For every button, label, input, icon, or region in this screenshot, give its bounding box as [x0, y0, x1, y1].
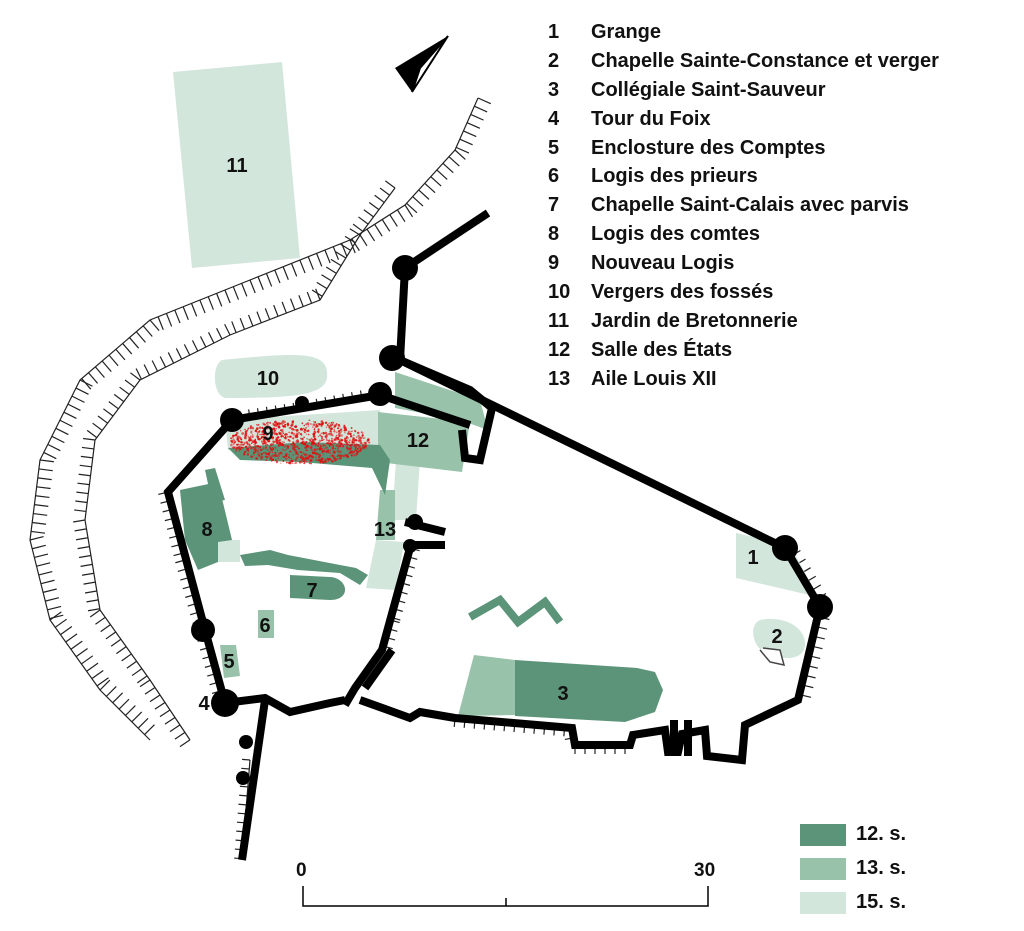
- period-label: 12. s.: [856, 823, 907, 845]
- aile-louis-xii-15c-b: [366, 540, 404, 590]
- map-label-11: 11: [226, 155, 247, 177]
- enclosture: [220, 645, 240, 678]
- tower: [211, 689, 239, 717]
- map-label-7: 7: [306, 580, 317, 602]
- map-labels: 11 10 9 12 8 13 7 6 5 4 3 1 2: [198, 155, 782, 715]
- chapelle-saint-calais: [290, 575, 346, 600]
- areas-13c: [220, 372, 515, 716]
- period-legend-12c: 12. s.: [800, 823, 906, 846]
- scale-bar: [302, 886, 709, 907]
- map-label-2: 2: [771, 626, 782, 648]
- tower: [772, 535, 798, 561]
- tower: [807, 594, 833, 620]
- jardin-bretonnerie: [173, 62, 300, 268]
- salle-etats: [378, 412, 470, 472]
- logis-prieurs: [258, 610, 274, 638]
- period-swatch: [800, 823, 846, 846]
- map-label-4: 4: [198, 693, 210, 715]
- north-arrow-icon: [395, 35, 449, 93]
- collegiale: [515, 660, 663, 722]
- map-label-10: 10: [257, 368, 279, 390]
- period-label: 15. s.: [856, 891, 907, 913]
- nouveau-logis-wing: [228, 442, 390, 495]
- map-label-8: 8: [201, 519, 212, 541]
- aile-13c: [376, 490, 395, 540]
- inner-wall-east: [341, 546, 414, 708]
- tower: [407, 514, 423, 530]
- inner-link: [361, 647, 396, 691]
- scale-start: 0: [296, 860, 307, 881]
- tower: [239, 735, 253, 749]
- aile-louis-xii-15c: [392, 460, 420, 520]
- period-legend-15c: 15. s.: [800, 891, 906, 914]
- parvis: [240, 550, 368, 585]
- tower: [295, 396, 309, 410]
- tower-gate: [670, 720, 678, 756]
- tower: [392, 255, 418, 281]
- tower: [236, 771, 250, 785]
- tower: [403, 539, 417, 553]
- logis-comtes-15c: [218, 540, 240, 562]
- period-label: 13. s.: [856, 857, 907, 879]
- tower: [368, 382, 392, 406]
- chapel-2-outline: [759, 647, 786, 666]
- vergers-fosses: [214, 355, 328, 398]
- map-label-12: 12: [407, 430, 429, 452]
- towers: [191, 255, 833, 785]
- collegiale-13c: [458, 655, 515, 716]
- scale-end: 30: [694, 860, 716, 881]
- logis-comtes: [180, 482, 232, 570]
- courtyard-earthwork: [468, 594, 564, 628]
- period-legend-13c: 13. s.: [800, 857, 906, 880]
- map-label-5: 5: [223, 651, 234, 673]
- map-label-3: 3: [557, 683, 568, 705]
- map-label-13: 13: [374, 519, 396, 541]
- inner-wall-west: [163, 417, 346, 717]
- outer-wall-south: [238, 699, 269, 861]
- highlight-spray: [230, 419, 371, 465]
- tower: [220, 408, 244, 432]
- period-swatch: [800, 891, 846, 914]
- wall-strip: [205, 468, 225, 502]
- period-swatch: [800, 857, 846, 880]
- map-label-6: 6: [259, 615, 270, 637]
- map-label-9: 9: [262, 423, 273, 445]
- salle-etats-b: [395, 372, 488, 430]
- tower: [191, 618, 215, 642]
- tower: [379, 345, 405, 371]
- tower-gate: [684, 720, 692, 756]
- areas-12c: [180, 442, 663, 722]
- map-label-1: 1: [747, 547, 758, 569]
- grange-1: [736, 533, 818, 597]
